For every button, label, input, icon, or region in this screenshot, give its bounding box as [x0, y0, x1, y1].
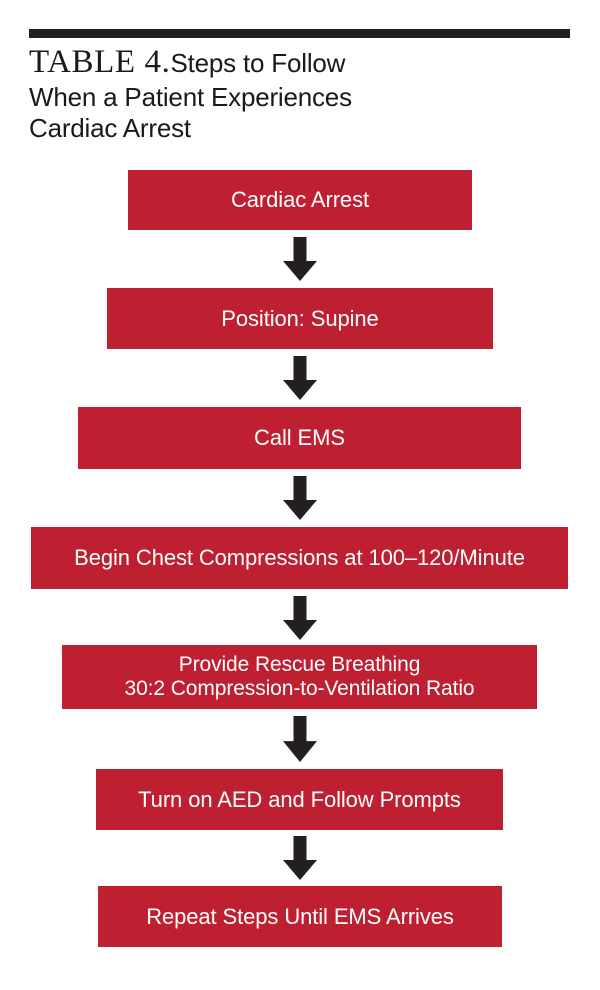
flow-arrow-down-icon — [283, 596, 317, 640]
flow-step-line: 30:2 Compression-to-Ventilation Ratio — [124, 677, 475, 700]
flow-step-line: Repeat Steps Until EMS Arrives — [146, 903, 454, 929]
title-line-2: When a Patient Experiences — [29, 81, 352, 112]
flow-step-line: Call EMS — [254, 425, 345, 451]
flow-step-label: Call EMS — [254, 425, 345, 451]
flow-arrow-down-icon — [283, 356, 317, 400]
flow-step-box: Repeat Steps Until EMS Arrives — [98, 886, 502, 947]
header-rule — [29, 29, 570, 38]
flow-step-label: Begin Chest Compressions at 100–120/Minu… — [74, 545, 525, 571]
title-line-first: TABLE 4.Steps to Follow — [29, 44, 549, 81]
table-label: TABLE 4. — [29, 44, 171, 80]
flow-step-label: Position: Supine — [221, 305, 379, 332]
flow-step-line: Begin Chest Compressions at 100–120/Minu… — [74, 545, 525, 571]
flow-arrow-down-icon — [283, 836, 317, 880]
title-line-1: Steps to Follow — [170, 48, 346, 78]
flow-arrow-down-icon — [283, 476, 317, 520]
flow-step-label: Repeat Steps Until EMS Arrives — [146, 904, 454, 930]
flow-arrow-down-icon — [283, 237, 317, 281]
flow-step-line: Position: Supine — [221, 305, 379, 331]
flow-step-label: Turn on AED and Follow Prompts — [138, 787, 461, 813]
flow-step-box: Begin Chest Compressions at 100–120/Minu… — [31, 527, 568, 589]
flow-step-box: Cardiac Arrest — [128, 170, 472, 230]
title-line-3: Cardiac Arrest — [29, 113, 191, 144]
flow-step-box: Position: Supine — [107, 288, 493, 349]
flow-step-box: Turn on AED and Follow Prompts — [96, 769, 503, 830]
flow-step-label: Cardiac Arrest — [231, 187, 369, 213]
flow-step-box: Call EMS — [78, 407, 521, 469]
flow-step-line: Cardiac Arrest — [231, 187, 369, 213]
flow-step-line: Provide Rescue Breathing — [178, 652, 421, 676]
flow-arrow-down-icon — [283, 716, 317, 762]
figure-title: TABLE 4.Steps to Follow When a Patient E… — [29, 44, 549, 143]
flow-step-line: Turn on AED and Follow Prompts — [138, 786, 461, 812]
